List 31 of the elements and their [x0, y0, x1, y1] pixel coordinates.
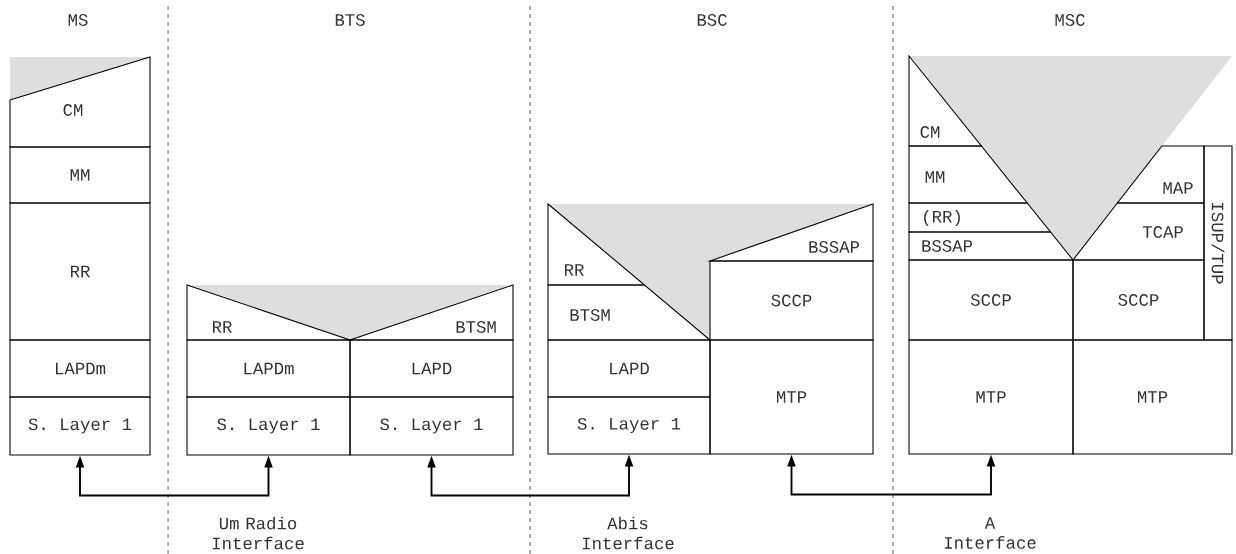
column-heading: MSC — [1055, 14, 1085, 26]
protocol-layer: LAPD — [547, 339, 711, 398]
column-heading: BSC — [697, 14, 727, 26]
protocol-layer: MM — [9, 146, 151, 204]
protocol-layer: S. Layer 1 — [547, 396, 711, 455]
protocol-layer: BTSM — [547, 284, 712, 341]
protocol-layer: MAP — [1116, 145, 1205, 204]
protocol-layer: SCCP — [709, 260, 874, 341]
interface-label: Abis Interface — [582, 516, 674, 550]
protocol-layer: S. Layer 1 — [9, 396, 151, 456]
protocol-layer: S. Layer 1 — [349, 396, 514, 456]
protocol-layer: LAPDm — [9, 339, 151, 398]
protocol-layer: RR — [186, 284, 354, 341]
protocol-layer: SCCP — [1072, 259, 1205, 341]
protocol-layer: LAPDm — [186, 339, 351, 398]
protocol-layer: S. Layer 1 — [186, 396, 351, 456]
protocol-layer: CM — [9, 56, 151, 148]
protocol-layer: RR — [9, 202, 151, 341]
protocol-layer: LAPD — [349, 339, 514, 398]
protocol-layer: (RR) — [908, 202, 1052, 233]
protocol-layer: MTP — [709, 339, 874, 455]
protocol-layer: MTP — [1072, 339, 1233, 455]
column-heading: BTS — [335, 14, 365, 26]
column-heading: MS — [68, 14, 88, 26]
protocol-layer: BSSAP — [908, 231, 1075, 261]
protocol-layer: SCCP — [908, 259, 1074, 341]
protocol-layer: MM — [908, 145, 1029, 204]
interface-label: A Interface — [944, 517, 1036, 549]
protocol-layer: MTP — [908, 339, 1074, 455]
protocol-layer: ISUP/TUP — [1203, 145, 1233, 341]
interface-label: Um Radio Interface — [212, 516, 304, 550]
